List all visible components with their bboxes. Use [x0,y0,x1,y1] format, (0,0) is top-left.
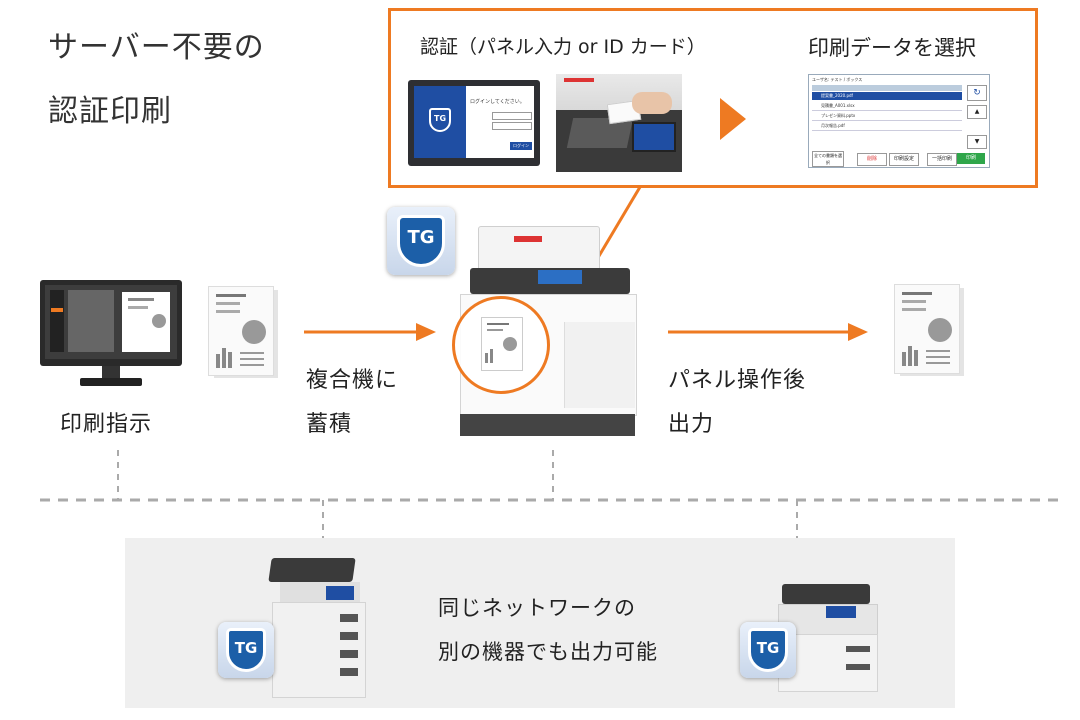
login-prompt: ログインしてください。 [470,99,525,105]
output-arrow-icon [668,323,868,341]
store-arrow-icon [304,323,436,341]
tg-shield-icon: TG [226,628,266,672]
tg-badge: TG [740,622,796,678]
data-row[interactable]: 見積書_A001.xlsx [821,103,855,108]
pc-monitor [40,280,182,388]
scroll-up-icon[interactable]: ▲ [967,105,987,119]
output-label-line1: パネル操作後 [668,368,807,393]
login-id-field[interactable] [492,112,532,120]
page-title-line1: サーバー不要の [48,30,265,65]
tg-shield-icon: TG [748,628,788,672]
document-icon [208,286,282,382]
store-label-line1: 複合機に [306,368,399,393]
print-settings-button[interactable]: 印刷設定 [889,153,919,166]
store-label-line2: 蓄積 [306,412,353,437]
tg-shield-icon: TG [429,108,451,132]
select-caption: 印刷データを選択 [808,36,976,60]
output-label-line2: 出力 [668,412,715,437]
refresh-icon[interactable]: ↻ [967,85,987,101]
print-button[interactable]: 印刷 [957,153,985,164]
selection-header: ユーザ名: テスト / ボックス [812,77,863,82]
auth-caption: 認証（パネル入力 or ID カード） [420,36,706,58]
print-all-button[interactable]: 一括印刷 [927,153,957,166]
select-all-button[interactable]: 全ての書類を選択 [812,151,844,167]
network-note-line1: 同じネットワークの [438,596,636,620]
id-card-photo [556,74,682,172]
network-note-line2: 別の機器でも出力可能 [438,640,658,664]
login-panel-screen: TG ログインしてください。 ログイン [408,80,540,166]
callout-arrow-icon [720,98,746,140]
page-title-line2: 認証印刷 [48,94,172,129]
data-row[interactable]: 提案書_2020.pdf [821,93,853,98]
scroll-down-icon[interactable]: ▼ [967,135,987,149]
login-password-field[interactable] [492,122,532,130]
tg-shield-icon: TG [397,215,445,267]
print-selection-screen: ユーザ名: テスト / ボックス 提案書_2020.pdf 見積書_A001.x… [808,74,990,168]
tg-badge: TG [387,207,455,275]
output-document-icon [894,284,968,380]
login-button[interactable]: ログイン [510,142,532,150]
large-mfp-printer [262,552,374,700]
print-instruction-label: 印刷指示 [60,412,153,437]
data-row[interactable]: 月次報告.pdf [821,123,845,128]
data-row[interactable]: プレゼン資料.pptx [821,113,856,118]
callout-connector [594,186,642,262]
stored-document-highlight [452,296,550,394]
tg-badge: TG [218,622,274,678]
delete-button[interactable]: 削除 [857,153,887,166]
